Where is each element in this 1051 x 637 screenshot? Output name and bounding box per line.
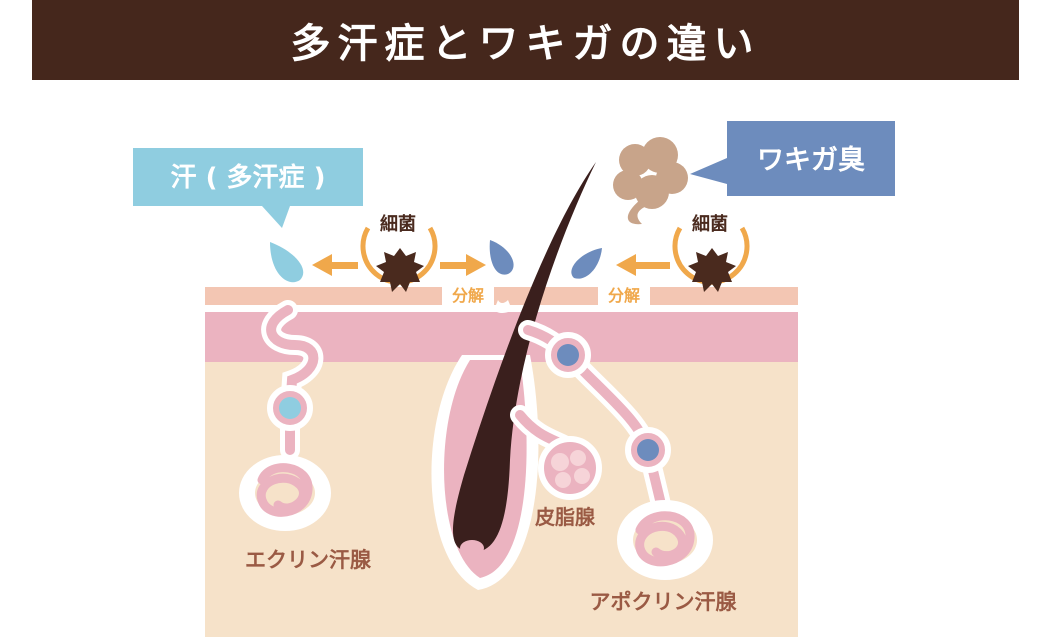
pore xyxy=(494,300,512,313)
hair-shaft xyxy=(452,162,596,552)
sweat-drop-icon xyxy=(571,248,602,279)
apocrine-label: アポクリン汗腺 xyxy=(590,590,738,614)
eccrine-gland xyxy=(239,300,331,531)
decompose-label-left: 分解 xyxy=(452,286,484,305)
bacteria-left: 細菌 xyxy=(360,213,438,292)
decompose-tag-left xyxy=(442,284,494,306)
arrow-right xyxy=(440,254,486,276)
page-title: 多汗症とワキガの違い xyxy=(290,21,761,67)
bacteria-icon xyxy=(688,248,736,292)
arrow-right-side xyxy=(616,254,670,276)
odor-label: ワキガ臭 xyxy=(757,145,865,176)
decompose-label-right: 分解 xyxy=(608,286,640,305)
sebaceous-label: 皮脂腺 xyxy=(535,505,596,529)
sweat-label-box: 汗 ( 多汗症 ) xyxy=(133,148,363,228)
decompose-tag-right xyxy=(598,284,650,306)
arrow-left xyxy=(312,254,358,276)
sweat-label: 汗 ( 多汗症 ) xyxy=(171,162,326,193)
bacteria-icon xyxy=(376,248,424,292)
bacteria-label-left: 細菌 xyxy=(380,213,416,235)
bacteria-label-right: 細菌 xyxy=(692,213,728,235)
title-bar: 多汗症とワキガの違い xyxy=(32,0,1019,80)
apocrine-gland xyxy=(518,320,713,580)
bacteria-right: 細菌 xyxy=(672,213,750,292)
eccrine-label: エクリン汗腺 xyxy=(245,548,372,572)
sweat-drop-icon xyxy=(489,240,514,275)
sebaceous-gland xyxy=(510,405,602,500)
odor-cloud-icon xyxy=(613,137,688,225)
sweat-drop-icon xyxy=(270,242,304,283)
odor-label-box: ワキガ臭 xyxy=(690,121,895,196)
hair-root xyxy=(460,540,484,556)
